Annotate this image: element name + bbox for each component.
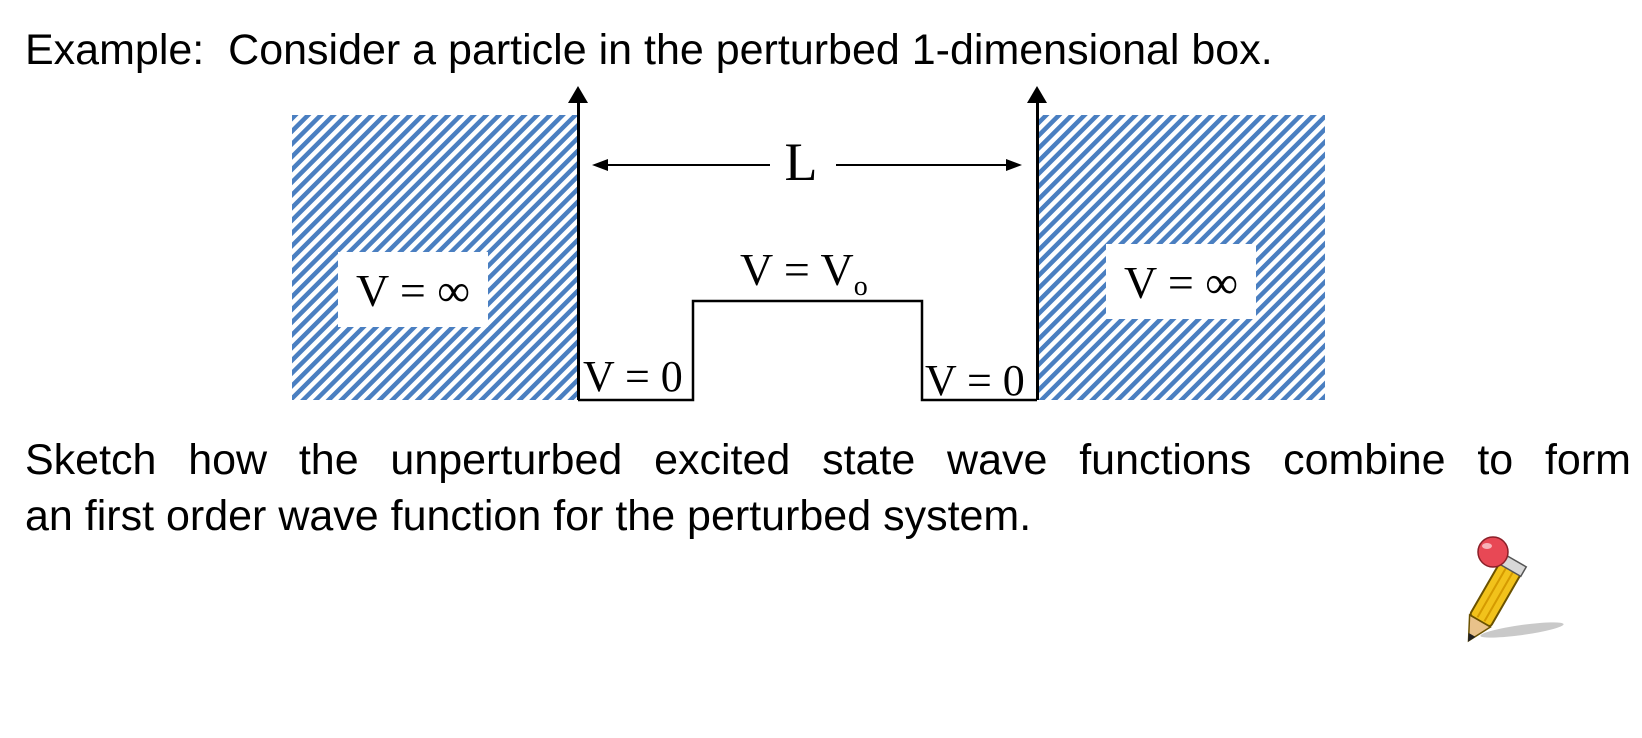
length-label: L xyxy=(785,132,818,192)
task-line-1: Sketch how the unperturbed excited state… xyxy=(25,436,1631,484)
page-heading: Example: Consider a particle in the pert… xyxy=(25,26,1273,74)
right-region-label: V = ∞ xyxy=(1124,257,1238,308)
pencil-eraser xyxy=(1477,536,1509,568)
left-wall-arrowhead xyxy=(568,86,588,103)
barrier-label-main: V = V xyxy=(740,244,854,295)
length-arrowhead-left xyxy=(592,159,608,171)
right-well-label: V = 0 xyxy=(925,356,1025,405)
right-label-box xyxy=(1106,244,1256,319)
left-label-box xyxy=(338,252,488,327)
barrier-label: V = Vo xyxy=(740,244,868,302)
pencil-shadow xyxy=(1480,622,1564,638)
barrier-label-subscript: o xyxy=(854,271,868,302)
left-well-label: V = 0 xyxy=(583,352,683,401)
potential-profile xyxy=(578,299,1037,402)
left-region-label: V = ∞ xyxy=(356,265,470,316)
task-instructions: Sketch how the unperturbed excited state… xyxy=(25,432,1631,544)
task-line-2: an first order wave function for the per… xyxy=(25,492,1032,540)
pencil-eraser-highlight xyxy=(1482,543,1492,549)
length-arrowhead-right xyxy=(1006,159,1022,171)
pencil-body xyxy=(1467,552,1528,643)
pencil-icon xyxy=(1467,536,1564,643)
right-wall-arrowhead xyxy=(1027,86,1047,103)
